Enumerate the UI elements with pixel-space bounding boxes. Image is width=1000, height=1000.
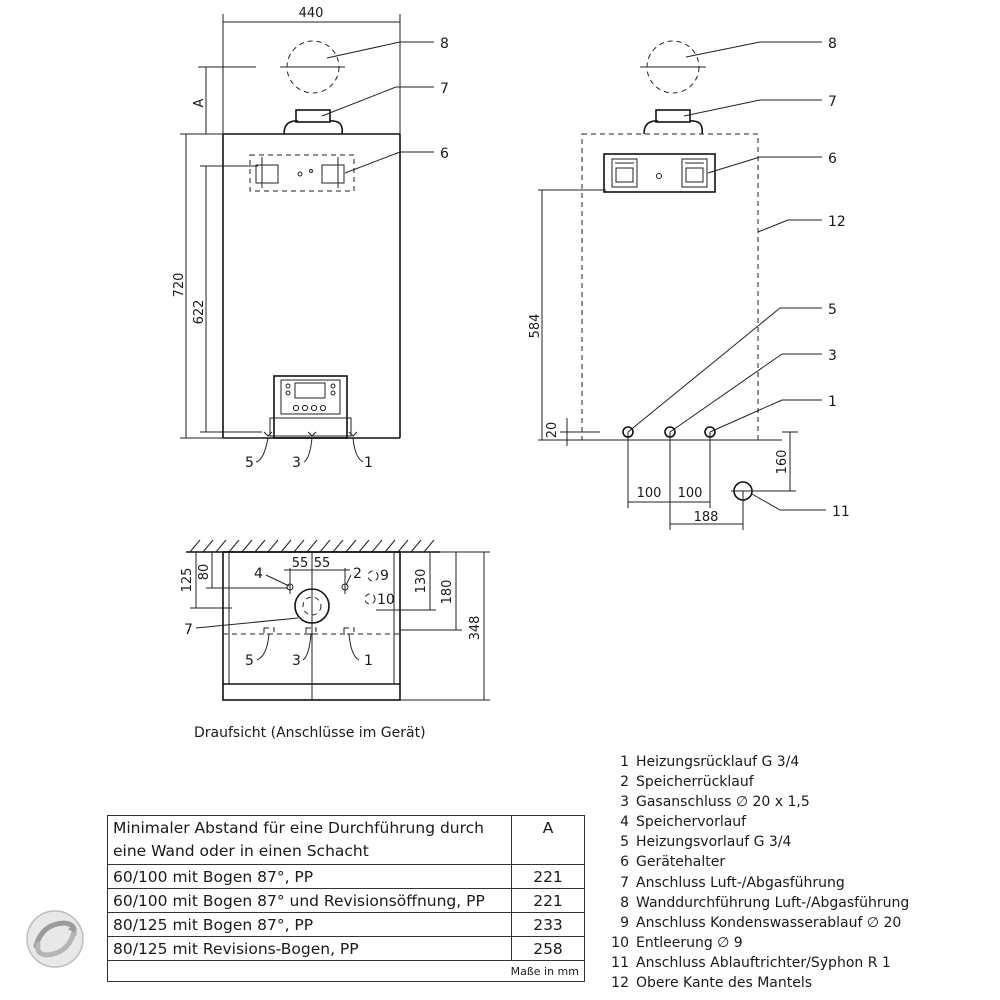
callout-side-1: 1 [828, 394, 837, 410]
unit-note: Maße in mm [107, 960, 585, 982]
row-label: 60/100 mit Bogen 87° und Revisionsöffnun… [107, 888, 512, 913]
casing-outline [581, 133, 759, 441]
dim-160: 160 [775, 450, 790, 475]
callout-plan-4: 4 [254, 566, 263, 582]
table-row: 80/125 mit Bogen 87°, PP 233 [107, 912, 585, 937]
control-panel [273, 375, 348, 439]
dim-720: 720 [172, 273, 187, 298]
dim-a: A [192, 98, 207, 107]
table-header-a: A [511, 815, 585, 865]
callout-side-11: 11 [832, 504, 850, 520]
table-row: 60/100 mit Bogen 87°, PP 221 [107, 864, 585, 889]
dim-100-a: 100 [637, 486, 662, 501]
dim-348: 348 [468, 616, 483, 641]
dim-55-a: 55 [292, 556, 309, 571]
callout-plan-2: 2 [353, 566, 362, 582]
callout-side-12: 12 [828, 214, 846, 230]
row-value: 221 [511, 888, 585, 913]
top-view: 55 55 125 80 130 180 348 4 2 9 10 7 [180, 539, 490, 701]
callout-side-6: 6 [828, 151, 837, 167]
callout-plan-5: 5 [245, 653, 254, 669]
dim-width-440: 440 [299, 6, 324, 21]
device-holder-side [603, 153, 716, 193]
callout-front-8: 8 [440, 36, 449, 52]
dim-188: 188 [694, 510, 719, 525]
device-holder [249, 154, 355, 192]
dim-100-b: 100 [678, 486, 703, 501]
flue-connector-side [655, 109, 691, 123]
callout-plan-1: 1 [364, 653, 373, 669]
callout-plan-3: 3 [292, 653, 301, 669]
callout-side-8: 8 [828, 36, 837, 52]
dim-584: 584 [528, 314, 543, 339]
control-display [294, 382, 326, 399]
callout-front-5: 5 [245, 455, 254, 471]
callout-plan-7: 7 [184, 622, 193, 638]
table-header-row: Minimaler Abstand für eine Durchführung … [107, 815, 585, 865]
table-row: 80/125 mit Revisions-Bogen, PP 258 [107, 936, 585, 961]
row-value: 233 [511, 912, 585, 937]
row-value: 221 [511, 864, 585, 889]
wall-hatch [189, 539, 435, 553]
side-view: 584 20 160 100 100 188 8 7 6 [528, 36, 850, 530]
dim-180: 180 [440, 580, 455, 605]
min-distance-table: Minimaler Abstand für eine Durchführung … [107, 815, 585, 982]
callout-plan-10: 10 [377, 592, 395, 608]
callout-side-5: 5 [828, 302, 837, 318]
row-label: 60/100 mit Bogen 87°, PP [107, 864, 512, 889]
dim-55-b: 55 [314, 556, 331, 571]
dim-80: 80 [197, 564, 212, 581]
callout-front-7: 7 [440, 81, 449, 97]
row-label: 80/125 mit Revisions-Bogen, PP [107, 936, 512, 961]
callout-plan-9: 9 [380, 568, 389, 584]
plan-caption: Draufsicht (Anschlüsse im Gerät) [194, 725, 426, 741]
dim-130: 130 [414, 569, 429, 594]
dim-20: 20 [545, 422, 560, 439]
row-label: 80/125 mit Bogen 87°, PP [107, 912, 512, 937]
callout-front-3: 3 [292, 455, 301, 471]
callout-front-6: 6 [440, 146, 449, 162]
table-header-text: Minimaler Abstand für eine Durchführung … [107, 815, 512, 865]
callout-side-3: 3 [828, 348, 837, 364]
swirl-logo-icon [26, 910, 84, 968]
dim-622: 622 [192, 300, 207, 325]
table-unit-row: Maße in mm [107, 960, 585, 982]
dim-125: 125 [180, 568, 195, 593]
flue-connector [295, 109, 331, 123]
front-view: 440 A 720 622 [172, 6, 449, 471]
row-value: 258 [511, 936, 585, 961]
table-row: 60/100 mit Bogen 87° und Revisionsöffnun… [107, 888, 585, 913]
callout-front-1: 1 [364, 455, 373, 471]
callout-side-7: 7 [828, 94, 837, 110]
